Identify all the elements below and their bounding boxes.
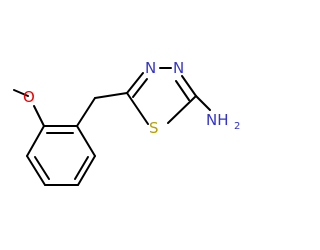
bond-n3-c2: [181, 75, 197, 97]
bond-ch2-aryl: [76, 97, 96, 127]
bond-o-ch3: [13, 89, 29, 97]
atom-nh2: NH 2: [206, 111, 240, 132]
atom-n4: N: [145, 59, 156, 77]
atom-o: O: [23, 88, 35, 106]
atom-s1: S: [149, 119, 159, 137]
atom-n3: N: [173, 59, 184, 77]
atom-nh2-main: NH: [206, 111, 229, 129]
benzene-ring: [26, 125, 96, 186]
bond-b2-b3: [26, 125, 45, 157]
atom-nh2-subscript: 2: [234, 121, 240, 132]
bond-b5-b6: [77, 155, 96, 186]
bond-b6-b1: [76, 125, 96, 157]
molecule-diagram: N N S O NH 2: [13, 59, 240, 186]
thiadiazole-ring: [126, 67, 197, 125]
bond-c5-ch2: [94, 92, 128, 99]
molecule-structure: N N S O NH 2: [13, 59, 241, 186]
bond-s1-c5: [126, 92, 149, 125]
bond-c2-s1: [167, 95, 197, 124]
bond-inner-2: [34, 156, 50, 180]
bond-b3-b4: [26, 155, 46, 186]
bond-c5-n4-double: [132, 78, 148, 98]
bond-c5-n4: [126, 72, 144, 94]
bond-aryl-o: [33, 105, 45, 127]
bond-c2-nh2: [195, 95, 211, 111]
bond-inner-3: [74, 156, 89, 180]
bond-n3-c2-double: [175, 80, 190, 101]
